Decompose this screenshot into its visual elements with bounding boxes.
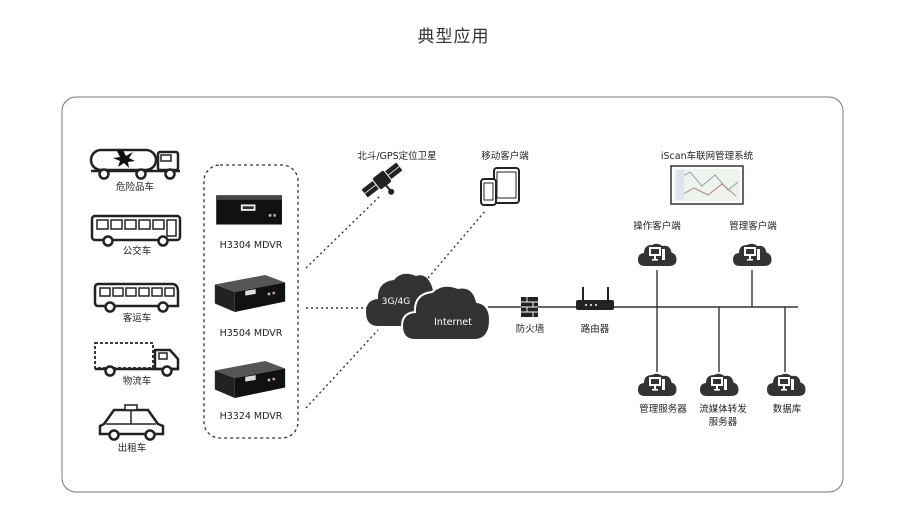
bus-icon	[90, 214, 182, 247]
coach-icon	[93, 282, 180, 313]
router-label: 路由器	[581, 323, 610, 335]
wireless-links	[305, 195, 487, 409]
vehicle-label-bus: 公交车	[123, 245, 152, 257]
router-icon	[576, 287, 614, 310]
vehicle-label-coach: 客运车	[123, 312, 152, 324]
mdvr-device-icon	[216, 195, 282, 225]
management-system-label: iScan车联网管理系统	[661, 150, 754, 162]
firewall-icon	[521, 297, 538, 317]
firewall-label: 防火墙	[516, 323, 545, 335]
cloud-icon	[366, 273, 492, 341]
vehicle-label-hazmat: 危险品车	[116, 181, 154, 193]
tanker-truck-icon	[89, 148, 180, 180]
phone-tablet-icon	[480, 167, 520, 206]
map-screen-icon	[670, 165, 744, 205]
satellite-label: 北斗/GPS定位卫星	[357, 150, 436, 162]
server-label-database: 数据库	[773, 403, 802, 415]
cloud-network-label: 3G/4G	[382, 297, 410, 307]
server-label-streaming-line1: 流媒体转发	[699, 403, 747, 415]
page-title: 典型应用	[417, 27, 490, 47]
vehicle-label-logistics: 物流车	[123, 375, 152, 387]
vehicle-label-taxi: 出租车	[118, 442, 147, 454]
taxi-icon	[98, 404, 165, 441]
server-label-management: 管理服务器	[639, 403, 687, 415]
client-label-operation: 操作客户端	[633, 220, 681, 232]
satellite-icon	[361, 162, 403, 198]
client-server-links	[656, 270, 786, 372]
device-label-h3324: H3324 MDVR	[220, 411, 283, 422]
device-group-box	[203, 164, 299, 439]
server-label-streaming-line2: 服务器	[709, 416, 738, 428]
box-truck-icon	[94, 342, 180, 377]
client-label-management: 管理客户端	[729, 220, 777, 232]
device-label-h3504: H3504 MDVR	[220, 328, 283, 339]
device-label-h3304: H3304 MDVR	[220, 240, 283, 251]
mobile-client-label: 移动客户端	[481, 150, 529, 162]
cloud-internet-label: Internet	[434, 317, 472, 328]
